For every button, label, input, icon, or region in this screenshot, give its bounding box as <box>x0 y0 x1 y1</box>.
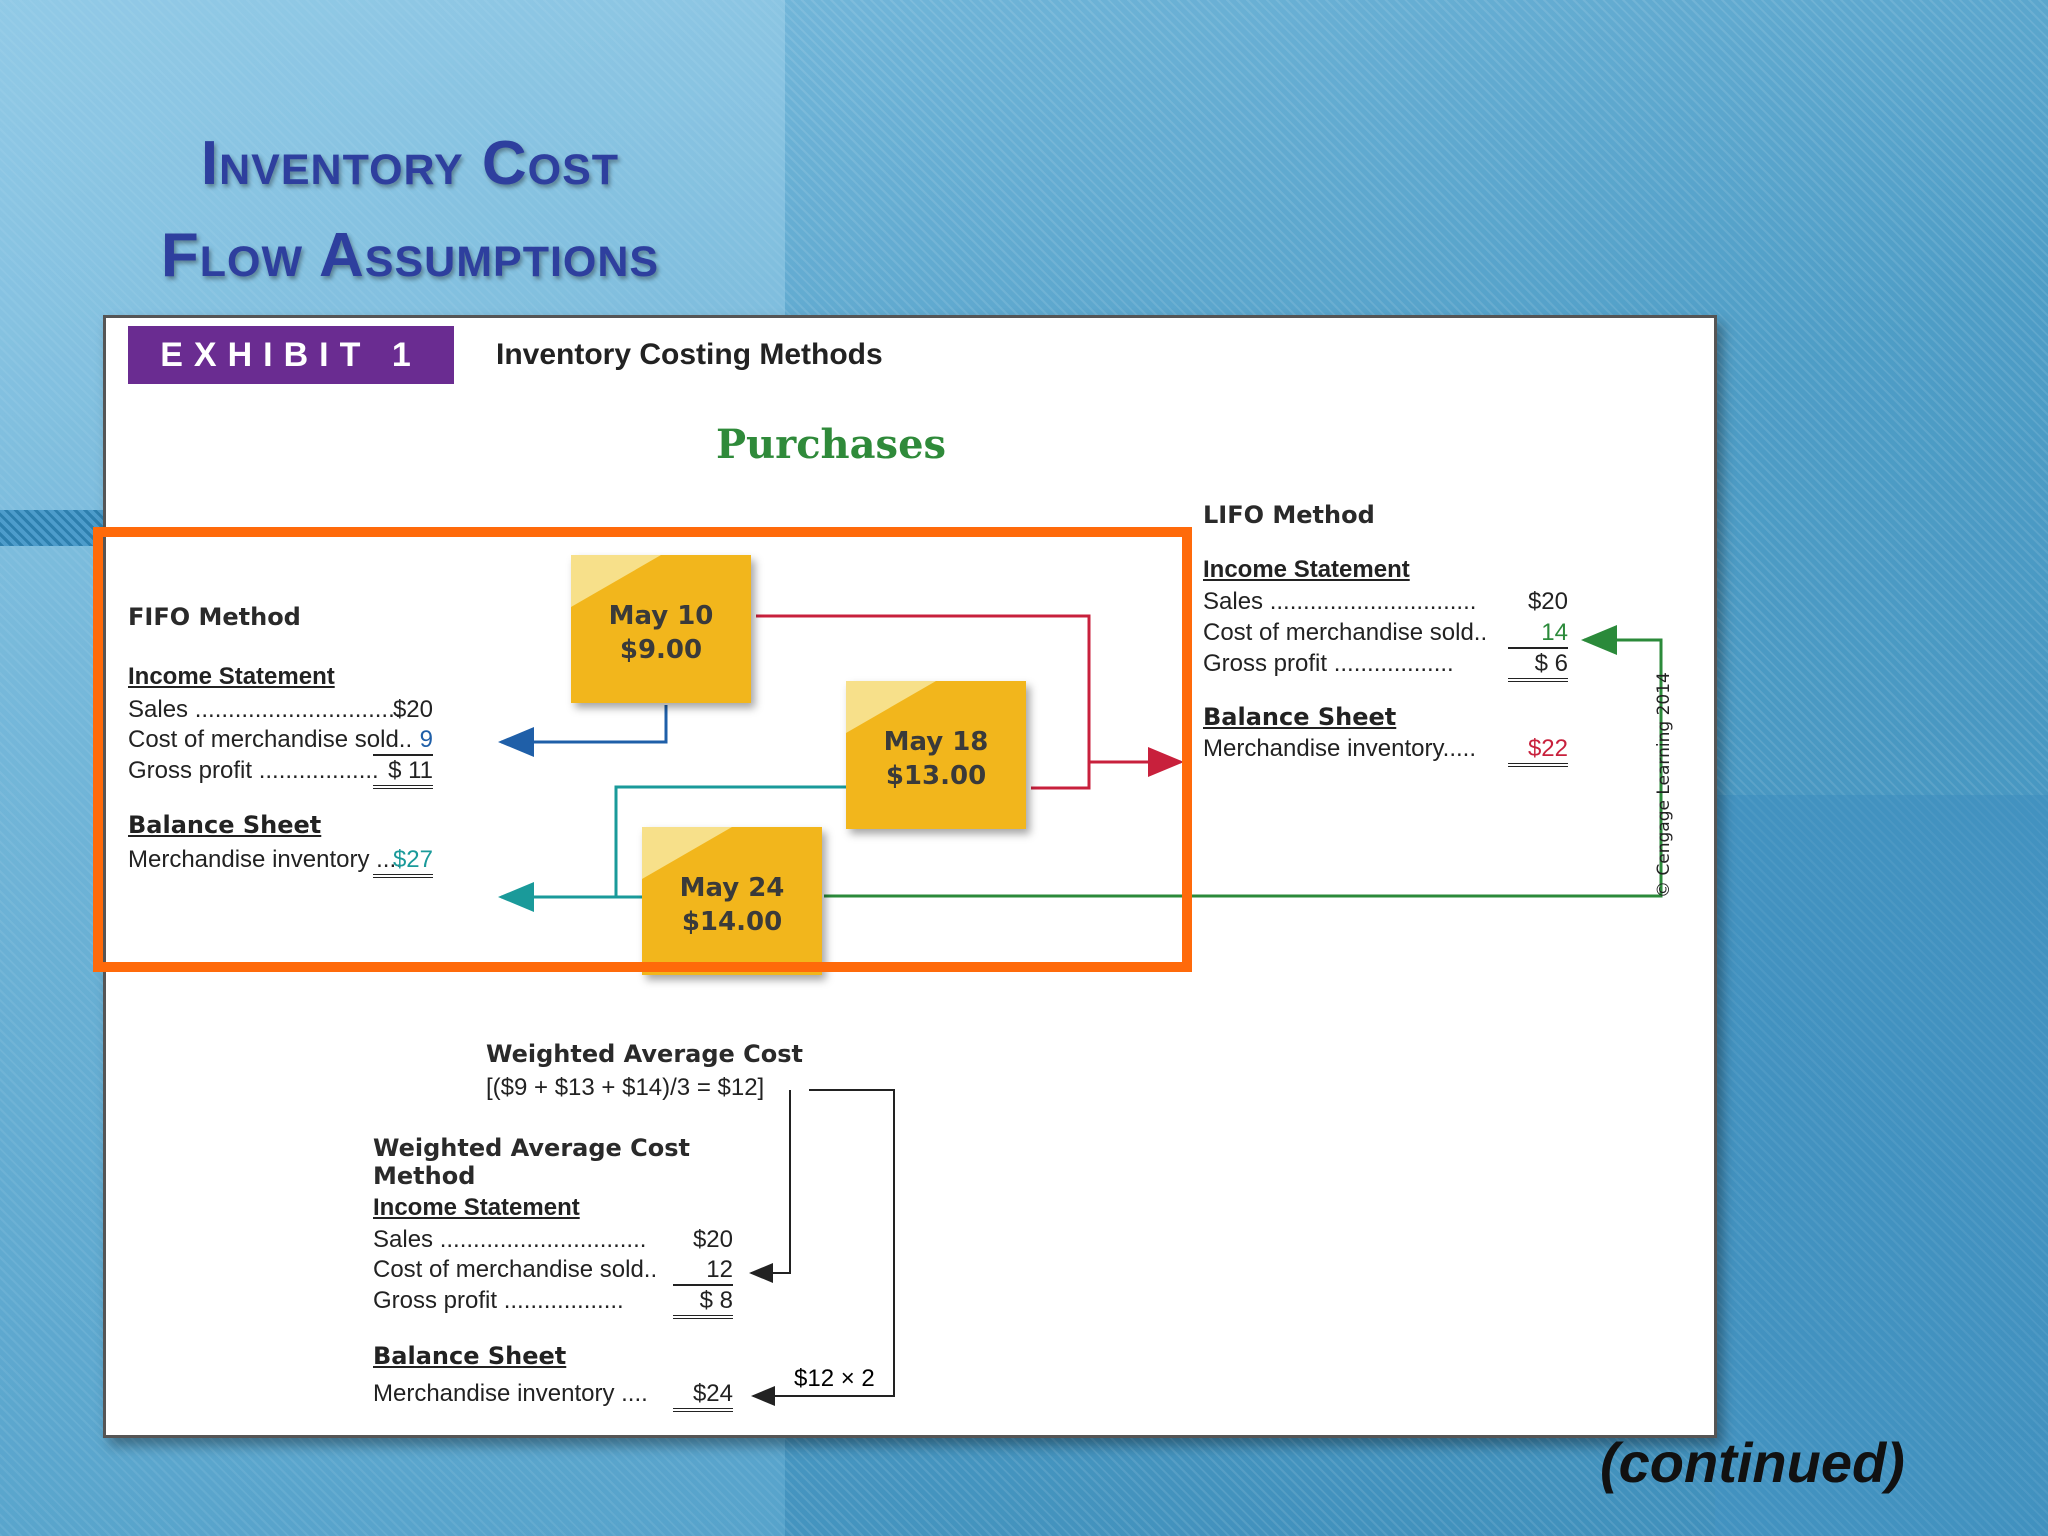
lifo-gross-label: Gross profit .................. <box>1203 650 1454 677</box>
fifo-inventory-label: Merchandise inventory .... <box>128 846 403 873</box>
fifo-sales-label: Sales ............................... <box>128 696 402 723</box>
wavg-income-heading: Income Statement <box>373 1194 580 1221</box>
background-band <box>0 510 110 546</box>
lifo-income-heading: Income Statement <box>1203 556 1410 583</box>
fifo-cogs-arrow <box>498 705 668 757</box>
lifo-cogs-label: Cost of merchandise sold.. <box>1203 619 1488 646</box>
lifo-cogs-arrow <box>824 625 1663 898</box>
wavg-formula-block: Weighted Average Cost [($9 + $13 + $14)/… <box>486 1040 826 1110</box>
wavg-inventory-arrow <box>751 1089 895 1406</box>
exhibit-badge: EXHIBIT 1 <box>128 326 454 384</box>
title-line-1: Inventory Cost <box>200 129 620 198</box>
wavg-formula-heading: Weighted Average Cost <box>486 1040 804 1068</box>
fifo-balance-heading: Balance Sheet <box>128 811 322 839</box>
lifo-inventory-connector <box>1031 762 1091 790</box>
lifo-balance-heading: Balance Sheet <box>1203 703 1397 731</box>
fifo-income-heading: Income Statement <box>128 663 335 690</box>
purchase-note-may18: May 18 $13.00 <box>846 681 1026 829</box>
fifo-cogs-value: 9 <box>373 726 433 756</box>
purchase-note-may24: May 24 $14.00 <box>642 827 822 975</box>
wavg-inventory-label: Merchandise inventory .... <box>373 1380 648 1407</box>
purchase-cost: $9.00 <box>619 635 703 665</box>
fifo-cogs-label: Cost of merchandise sold.. <box>128 726 413 753</box>
wavg-cogs-label: Cost of merchandise sold.. <box>373 1256 658 1283</box>
wavg-sales-label: Sales ............................... <box>373 1226 647 1253</box>
fifo-inventory-value: $27 <box>373 846 433 878</box>
wavg-block: Weighted Average Cost Method Income Stat… <box>373 1134 773 1434</box>
fifo-inventory-arrow <box>498 785 846 912</box>
wavg-cogs-arrow <box>749 1090 791 1283</box>
lifo-heading: LIFO Method <box>1203 501 1375 529</box>
note-fold-icon <box>571 555 661 607</box>
purchase-date: May 24 <box>679 873 785 903</box>
fifo-heading: FIFO Method <box>128 603 301 631</box>
title-line-2: Flow Assumptions <box>160 221 660 290</box>
slide-title: Inventory Cost Flow Assumptions <box>40 118 780 302</box>
wavg-cogs-value: 12 <box>673 1256 733 1286</box>
fifo-block: FIFO Method Income Statement Sales .....… <box>128 603 508 923</box>
wavg-formula: [($9 + $13 + $14)/3 = $12] <box>486 1074 765 1101</box>
purchase-date: May 18 <box>883 727 989 757</box>
wavg-gross-label: Gross profit .................. <box>373 1287 624 1314</box>
exhibit-title: Inventory Costing Methods <box>496 338 883 371</box>
note-fold-icon <box>642 827 732 879</box>
continued-label: (continued) <box>1600 1431 1905 1494</box>
connector-lines <box>498 614 1663 1406</box>
purchases-label: Purchases <box>715 421 947 468</box>
highlight-box <box>93 527 1192 972</box>
lifo-cogs-value: 14 <box>1508 619 1568 649</box>
lifo-block: LIFO Method Income Statement Sales .....… <box>1203 501 1603 801</box>
wavg-heading: Weighted Average Cost Method <box>373 1134 691 1190</box>
wavg-multiplier: $12 × 2 <box>794 1365 875 1392</box>
fifo-sales-value: $20 <box>392 696 433 723</box>
purchase-cost: $14.00 <box>681 907 783 937</box>
lifo-inventory-arrow <box>756 614 1184 777</box>
lifo-gross-value: $ 6 <box>1508 650 1568 682</box>
wavg-sales-value: $20 <box>692 1226 733 1253</box>
lifo-sales-label: Sales ............................... <box>1203 588 1477 615</box>
exhibit-figure: EXHIBIT 1 Inventory Costing Methods Purc… <box>93 315 1717 1438</box>
fifo-gross-value: $ 11 <box>373 757 433 789</box>
purchase-date: May 10 <box>608 601 714 631</box>
wavg-inventory-value: $24 <box>673 1380 733 1412</box>
wavg-gross-value: $ 8 <box>673 1287 733 1319</box>
background-block <box>1715 795 2048 1536</box>
note-fold-icon <box>846 681 936 733</box>
fifo-gross-label: Gross profit .................. <box>128 757 379 784</box>
lifo-inventory-label: Merchandise inventory..... <box>1203 735 1477 762</box>
lifo-inventory-value: $22 <box>1508 735 1568 767</box>
copyright-notice: © Cengage Learning 2014 <box>1654 672 1674 898</box>
lifo-sales-value: $20 <box>1527 588 1568 615</box>
purchase-cost: $13.00 <box>885 761 987 791</box>
wavg-balance-heading: Balance Sheet <box>373 1342 567 1370</box>
purchase-note-may10: May 10 $9.00 <box>571 555 751 703</box>
